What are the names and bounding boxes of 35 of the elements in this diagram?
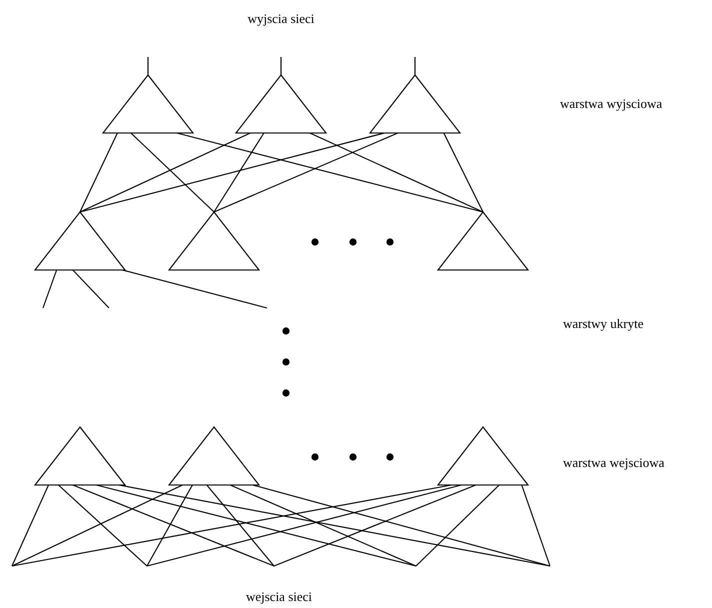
- connection-line: [214, 132, 398, 212]
- connection-line: [80, 132, 385, 213]
- connection-line: [310, 132, 484, 212]
- connection-line: [122, 269, 268, 309]
- connection-line: [12, 484, 183, 566]
- connection-line: [214, 132, 264, 212]
- connection-line: [274, 484, 476, 567]
- connection-line: [230, 484, 416, 566]
- connection-line: [252, 484, 550, 567]
- connection-line: [146, 484, 193, 566]
- connection-line: [416, 484, 500, 566]
- connection-line: [147, 57, 149, 75]
- connection-line: [146, 484, 462, 567]
- connection-line: [42, 270, 58, 308]
- connection-line: [130, 132, 214, 212]
- layer-label: warstwa wyjsciowa: [560, 97, 662, 110]
- connection-line: [58, 484, 148, 566]
- layer-label: wyjscia sieci: [248, 12, 314, 25]
- connection-line: [443, 132, 484, 212]
- connection-line: [118, 484, 550, 567]
- layer-label: warstwa wejsciowa: [563, 456, 664, 469]
- connection-line: [176, 132, 484, 213]
- connection-line: [206, 484, 274, 566]
- connection-line: [80, 132, 118, 212]
- connection-line: [72, 270, 110, 308]
- layer-label: warstwy ukryte: [563, 317, 644, 330]
- connection-line: [12, 484, 452, 567]
- connection-line: [96, 484, 416, 567]
- connection-line: [72, 484, 274, 567]
- connection-line: [521, 484, 551, 566]
- connection-line: [12, 484, 49, 566]
- connection-line: [414, 57, 416, 75]
- connection-line: [280, 57, 282, 75]
- layer-label: wejscia sieci: [246, 590, 312, 603]
- connection-line: [80, 132, 251, 212]
